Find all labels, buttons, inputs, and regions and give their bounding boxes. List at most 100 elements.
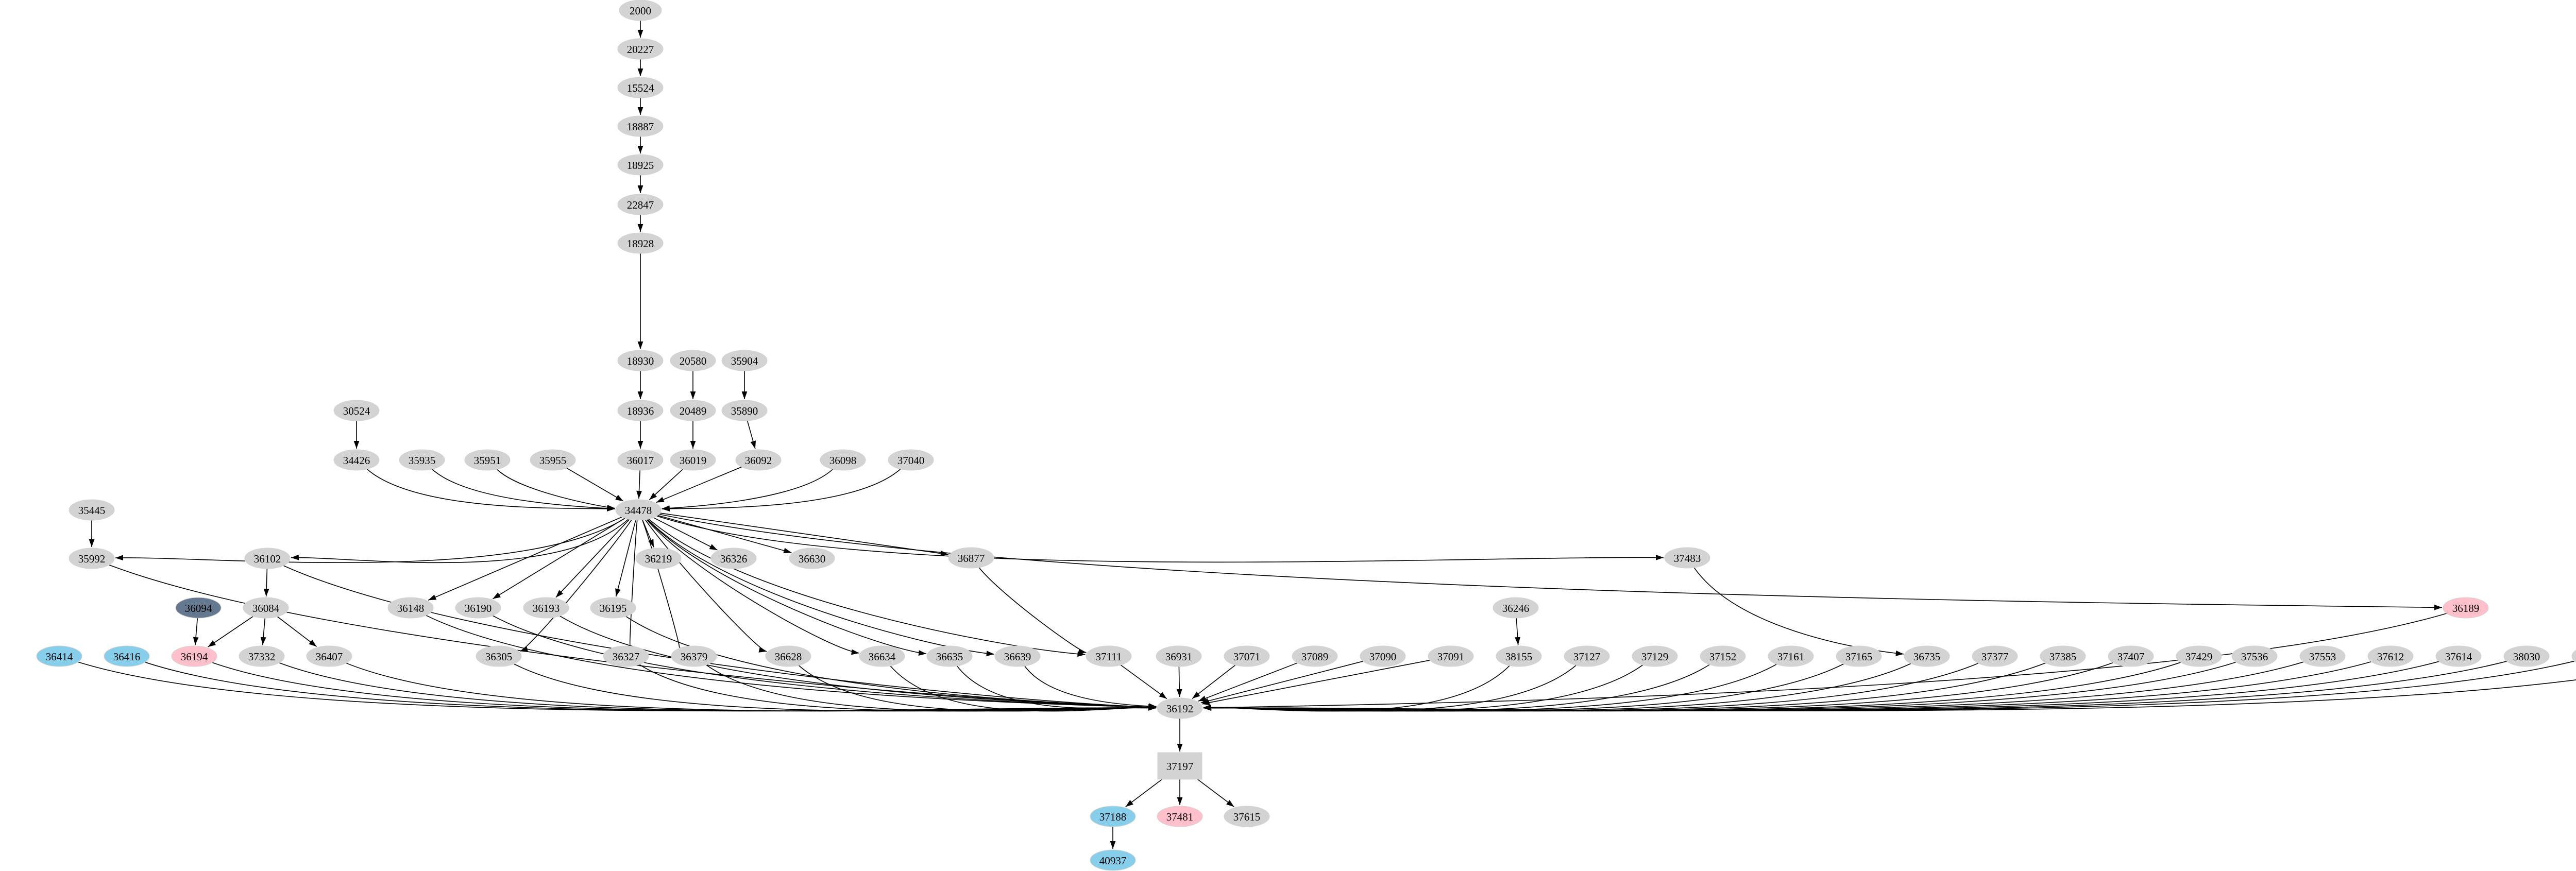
- node-shape-ellipse[interactable]: [619, 0, 662, 21]
- node-shape-rect[interactable]: [1157, 752, 1202, 780]
- node-shape-ellipse[interactable]: [464, 449, 511, 471]
- graph-node[interactable]: 37152: [1700, 645, 1746, 667]
- node-shape-ellipse[interactable]: [36, 645, 82, 667]
- graph-node[interactable]: 37332: [239, 645, 285, 667]
- node-shape-ellipse[interactable]: [2040, 645, 2086, 667]
- node-shape-ellipse[interactable]: [859, 645, 905, 667]
- graph-node[interactable]: 37040: [888, 449, 934, 471]
- graph-node[interactable]: 36407: [306, 645, 352, 667]
- graph-node[interactable]: 38030: [2503, 645, 2550, 667]
- graph-node[interactable]: 36635: [926, 645, 973, 667]
- node-shape-ellipse[interactable]: [455, 597, 501, 619]
- node-shape-ellipse[interactable]: [1836, 645, 1882, 667]
- node-shape-ellipse[interactable]: [69, 499, 115, 521]
- node-shape-ellipse[interactable]: [1972, 645, 2018, 667]
- node-shape-ellipse[interactable]: [239, 645, 285, 667]
- node-shape-ellipse[interactable]: [721, 400, 768, 421]
- node-shape-ellipse[interactable]: [2571, 646, 2576, 667]
- graph-node[interactable]: 36017: [617, 449, 664, 471]
- graph-node[interactable]: 37091: [1428, 645, 1474, 667]
- graph-node[interactable]: 36414: [36, 645, 82, 667]
- node-shape-ellipse[interactable]: [523, 597, 569, 619]
- node-shape-ellipse[interactable]: [789, 548, 835, 569]
- node-shape-ellipse[interactable]: [617, 400, 664, 421]
- node-shape-ellipse[interactable]: [617, 77, 664, 98]
- graph-node[interactable]: 36084: [243, 597, 289, 619]
- node-shape-ellipse[interactable]: [333, 449, 380, 471]
- graph-node[interactable]: 36246: [1493, 597, 1539, 619]
- node-shape-ellipse[interactable]: [2108, 645, 2154, 667]
- graph-node[interactable]: 36931: [1156, 645, 1202, 667]
- node-shape-ellipse[interactable]: [1904, 645, 1950, 667]
- graph-node[interactable]: 38065: [2571, 646, 2576, 667]
- graph-node[interactable]: 2000: [619, 0, 662, 21]
- graph-node[interactable]: 36416: [104, 645, 150, 667]
- node-shape-ellipse[interactable]: [333, 400, 380, 421]
- node-shape-ellipse[interactable]: [171, 645, 217, 667]
- graph-node[interactable]: 35445: [69, 499, 115, 521]
- graph-node[interactable]: 18887: [617, 115, 664, 137]
- graph-node[interactable]: 36102: [244, 548, 291, 569]
- node-shape-ellipse[interactable]: [635, 548, 682, 569]
- node-shape-ellipse[interactable]: [948, 547, 994, 569]
- node-shape-ellipse[interactable]: [2176, 645, 2222, 667]
- graph-node[interactable]: 15524: [617, 77, 664, 98]
- graph-node[interactable]: 37165: [1836, 645, 1882, 667]
- graph-node[interactable]: 35951: [464, 449, 511, 471]
- node-shape-ellipse[interactable]: [615, 499, 662, 521]
- node-shape-ellipse[interactable]: [617, 232, 664, 254]
- graph-node[interactable]: 35992: [69, 548, 115, 569]
- node-shape-ellipse[interactable]: [926, 645, 973, 667]
- graph-node[interactable]: 37127: [1564, 645, 1610, 667]
- graph-node[interactable]: 37614: [2435, 645, 2482, 667]
- node-shape-ellipse[interactable]: [1360, 645, 1406, 667]
- node-shape-ellipse[interactable]: [2443, 597, 2489, 619]
- node-shape-ellipse[interactable]: [243, 597, 289, 619]
- graph-node[interactable]: 35935: [399, 449, 445, 471]
- node-shape-ellipse[interactable]: [1700, 645, 1746, 667]
- graph-node[interactable]: 30524: [333, 400, 380, 421]
- graph-node[interactable]: 37615: [1224, 806, 1270, 827]
- node-shape-ellipse[interactable]: [1496, 645, 1542, 667]
- node-shape-ellipse[interactable]: [104, 645, 150, 667]
- graph-node[interactable]: 34426: [333, 449, 380, 471]
- node-shape-ellipse[interactable]: [1156, 645, 1202, 667]
- graph-node[interactable]: 37385: [2040, 645, 2086, 667]
- node-shape-ellipse[interactable]: [2299, 645, 2346, 667]
- graph-node[interactable]: 36628: [765, 645, 811, 667]
- graph-node[interactable]: 36094: [175, 597, 222, 619]
- graph-node[interactable]: 36189: [2443, 597, 2489, 619]
- node-shape-ellipse[interactable]: [671, 645, 717, 667]
- graph-node[interactable]: 37536: [2231, 645, 2278, 667]
- node-shape-ellipse[interactable]: [1564, 645, 1610, 667]
- node-shape-ellipse[interactable]: [1664, 547, 1710, 569]
- node-shape-ellipse[interactable]: [1768, 645, 1814, 667]
- graph-node[interactable]: 36192: [1157, 697, 1203, 719]
- graph-node[interactable]: 36194: [171, 645, 217, 667]
- graph-node[interactable]: 36326: [710, 548, 757, 569]
- node-shape-ellipse[interactable]: [590, 597, 636, 619]
- node-shape-ellipse[interactable]: [765, 645, 811, 667]
- graph-node[interactable]: 37129: [1632, 645, 1678, 667]
- graph-node[interactable]: 36019: [670, 449, 716, 471]
- node-shape-ellipse[interactable]: [387, 597, 434, 619]
- node-shape-ellipse[interactable]: [603, 645, 649, 667]
- graph-node[interactable]: 18925: [617, 154, 664, 176]
- graph-node[interactable]: 35955: [530, 449, 576, 471]
- graph-node[interactable]: 37553: [2299, 645, 2346, 667]
- graph-node[interactable]: 40937: [1090, 849, 1136, 871]
- node-shape-ellipse[interactable]: [1224, 645, 1270, 667]
- node-shape-ellipse[interactable]: [1428, 645, 1474, 667]
- graph-node[interactable]: 37197: [1157, 752, 1202, 780]
- graph-node[interactable]: 36735: [1904, 645, 1950, 667]
- node-shape-ellipse[interactable]: [617, 350, 664, 371]
- node-shape-ellipse[interactable]: [670, 350, 716, 371]
- node-shape-ellipse[interactable]: [1632, 645, 1678, 667]
- graph-node[interactable]: 37407: [2108, 645, 2154, 667]
- node-shape-ellipse[interactable]: [2435, 645, 2482, 667]
- node-shape-ellipse[interactable]: [617, 115, 664, 137]
- graph-node[interactable]: 37612: [2367, 645, 2414, 667]
- node-shape-ellipse[interactable]: [175, 597, 222, 619]
- node-shape-ellipse[interactable]: [617, 38, 664, 60]
- graph-node[interactable]: 36634: [859, 645, 905, 667]
